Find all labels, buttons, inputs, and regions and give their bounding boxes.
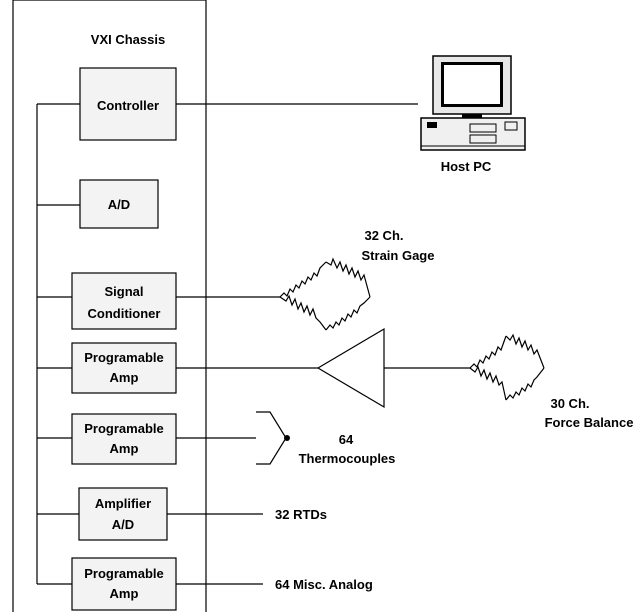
- prog-amp-1-line2: Amp: [110, 370, 139, 385]
- module-controller: Controller: [79, 67, 177, 141]
- module-programable-amp-3: Programable Amp: [71, 557, 177, 611]
- prog-amp-2-line2: Amp: [110, 441, 139, 456]
- thermocouples-line1: 64: [339, 432, 354, 447]
- strain-gage-line1: 32 Ch.: [364, 228, 403, 243]
- module-ad: A/D: [79, 179, 159, 229]
- amplifier-ad-line1: Amplifier: [95, 496, 151, 511]
- prog-amp-3-line1: Programable: [84, 566, 163, 581]
- strain-gage-line2: Strain Gage: [362, 248, 435, 263]
- module-amplifier-ad: Amplifier A/D: [78, 487, 168, 541]
- amplifier-triangle-icon: [316, 327, 385, 409]
- backplane-bus: [36, 103, 80, 585]
- force-balance-bridge-icon: [469, 333, 545, 401]
- ad-label: A/D: [108, 197, 130, 212]
- chassis-title: VXI Chassis: [91, 32, 165, 47]
- thermocouples-line2: Thermocouples: [299, 451, 396, 466]
- module-programable-amp-2: Programable Amp: [71, 413, 177, 465]
- host-pc-label: Host PC: [441, 159, 492, 174]
- strain-gage-bridge-icon: [279, 257, 371, 331]
- vxi-chassis: VXI Chassis: [12, 0, 207, 612]
- module-signal-conditioner: Signal Conditioner: [71, 272, 177, 330]
- amplifier-ad-line2: A/D: [112, 517, 134, 532]
- host-pc-computer-icon: [420, 55, 526, 151]
- rtds-label: 32 RTDs: [275, 507, 327, 522]
- controller-label: Controller: [97, 98, 159, 113]
- thermocouple-junction-icon: [256, 411, 290, 465]
- force-balance-line2: Force Balance: [545, 415, 634, 430]
- force-balance-line1: 30 Ch.: [550, 396, 589, 411]
- misc-analog-label: 64 Misc. Analog: [275, 577, 373, 592]
- module-programable-amp-1: Programable Amp: [71, 342, 177, 394]
- prog-amp-2-line1: Programable: [84, 421, 163, 436]
- prog-amp-1-line1: Programable: [84, 350, 163, 365]
- external-connections: [167, 103, 470, 585]
- signal-conditioner-line1: Signal: [104, 284, 143, 299]
- prog-amp-3-line2: Amp: [110, 586, 139, 601]
- signal-conditioner-line2: Conditioner: [88, 306, 161, 321]
